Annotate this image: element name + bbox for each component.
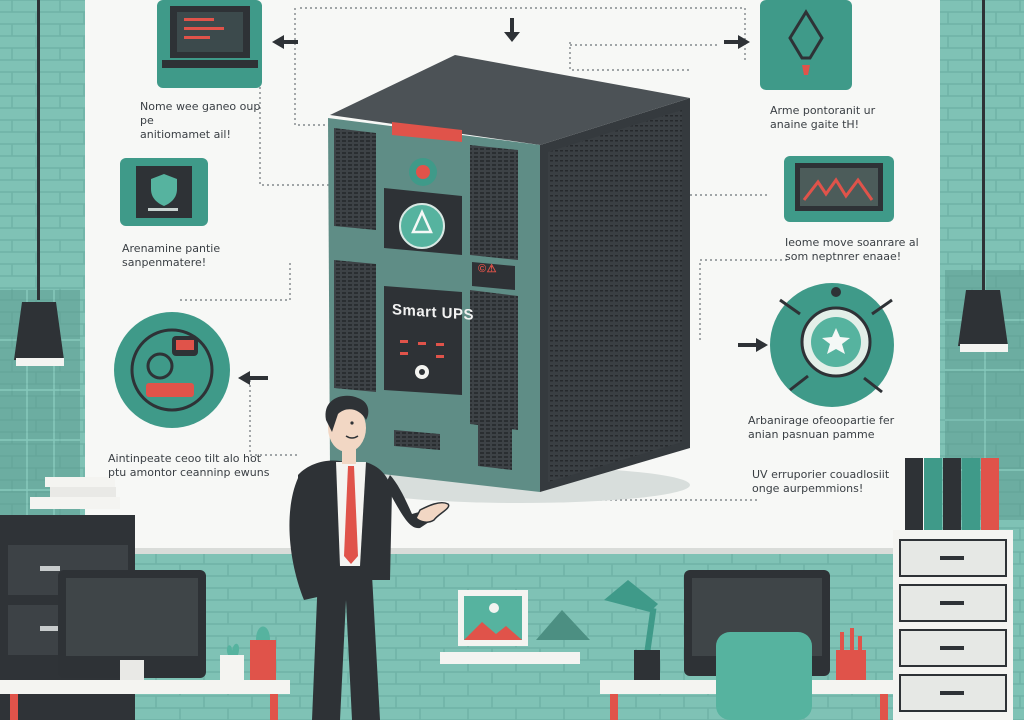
arrow-left-icon bbox=[238, 371, 268, 385]
drawer-cabinet-right bbox=[893, 458, 1013, 720]
callout-mid-right: Ieome move soanrare al som neptnrer enaa… bbox=[785, 236, 919, 263]
ups-status-code: ©⚠ bbox=[478, 263, 497, 275]
presenter-person bbox=[289, 395, 450, 720]
battery-gauge-icon bbox=[114, 312, 230, 428]
laptop-icon bbox=[157, 0, 262, 88]
pulse-graph-icon bbox=[784, 156, 894, 222]
lightbulb-icon bbox=[760, 0, 852, 90]
pendant-lamp-left bbox=[14, 0, 64, 366]
desk-right bbox=[600, 570, 900, 720]
arrow-down-icon bbox=[504, 18, 520, 42]
arrow-right-icon bbox=[724, 35, 750, 49]
pendant-lamp-right bbox=[958, 0, 1008, 352]
callout-top-left: Nome wee ganeo oup pe anitiomamet ail! bbox=[140, 100, 261, 141]
callout-low-right: Arbanirage ofeoopartie fer anian pasnuan… bbox=[748, 414, 895, 441]
star-badge-icon bbox=[770, 283, 894, 407]
desk-left bbox=[0, 570, 290, 720]
arrow-right-icon bbox=[738, 338, 768, 352]
ups-device bbox=[328, 55, 690, 492]
callout-mid-left: Arenamine pantie sanpenmatere! bbox=[122, 242, 221, 269]
arrow-left-icon bbox=[272, 35, 298, 49]
callout-low-left: Aintinpeate ceoo tilt alo hot ptu amonto… bbox=[108, 452, 270, 479]
arrow-icons bbox=[238, 18, 768, 385]
callout-bottom-right: UV erruporier couadlosiit onge aurpemmio… bbox=[752, 468, 890, 495]
shield-icon bbox=[120, 158, 208, 226]
desk-center bbox=[440, 590, 590, 664]
callout-top-right: Arme pontoranit ur anaine gaite tH! bbox=[770, 104, 876, 131]
